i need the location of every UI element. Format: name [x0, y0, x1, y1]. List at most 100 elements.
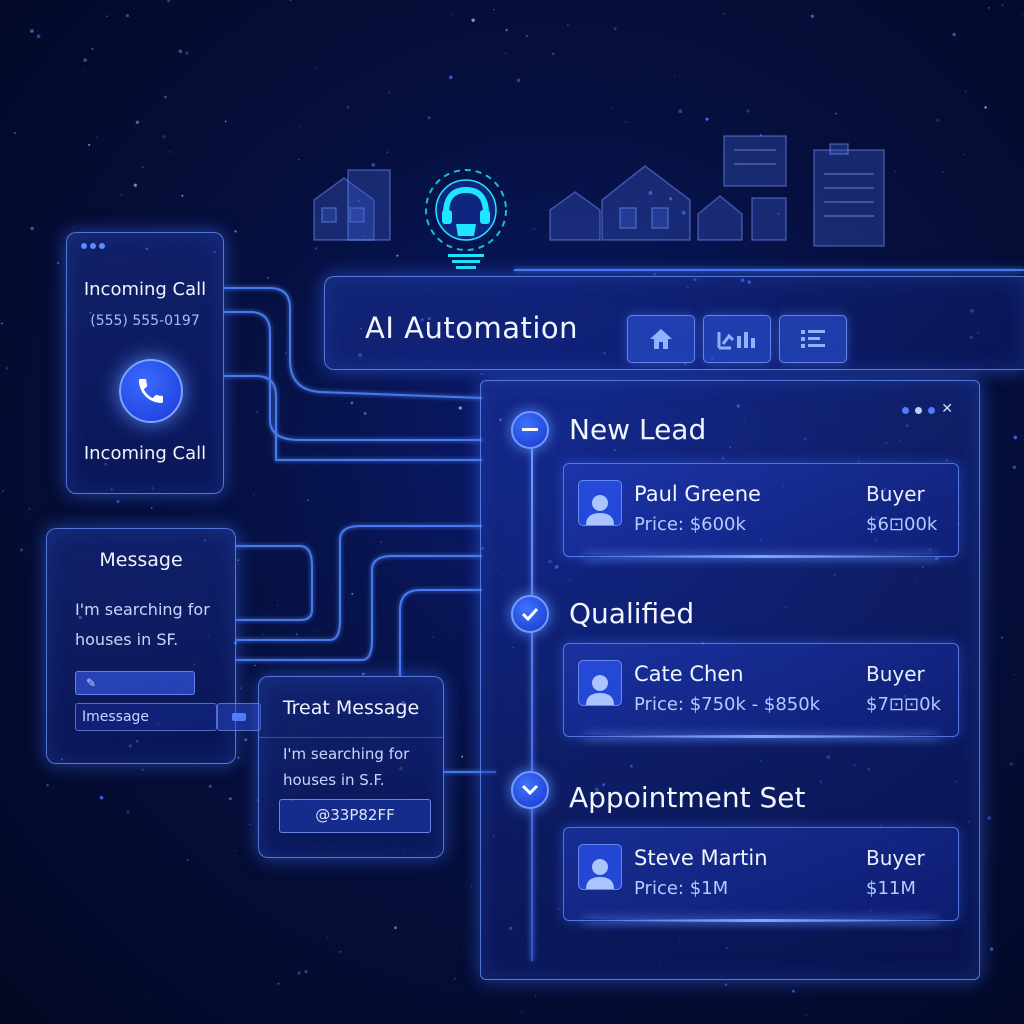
star: [461, 755, 464, 758]
window-dots: [902, 407, 935, 414]
user-icon: [586, 495, 614, 525]
star: [234, 230, 237, 233]
send-button[interactable]: [217, 703, 261, 731]
star: [505, 28, 508, 32]
home-button[interactable]: [627, 315, 695, 363]
star: [678, 109, 683, 114]
lead-role: Buyer: [866, 482, 925, 506]
star: [125, 13, 130, 18]
star: [705, 117, 709, 121]
star: [150, 507, 153, 509]
stage-title-appointment-set: Appointment Set: [569, 781, 806, 814]
star: [262, 633, 264, 636]
star: [148, 995, 150, 997]
star: [276, 604, 278, 606]
star: [316, 629, 318, 631]
star: [525, 34, 528, 38]
star: [350, 401, 354, 405]
star: [724, 983, 728, 987]
star: [30, 226, 34, 231]
star: [178, 49, 183, 54]
star: [746, 109, 750, 113]
star: [169, 151, 172, 153]
star: [952, 32, 956, 37]
stage-title-new-lead: New Lead: [569, 413, 707, 446]
star: [249, 823, 251, 826]
star: [224, 120, 227, 123]
star: [1009, 762, 1014, 766]
message-card[interactable]: Message I'm searching for houses in SF. …: [46, 528, 261, 764]
lead-name: Paul Greene: [634, 482, 761, 506]
star: [162, 135, 166, 139]
chart-button[interactable]: [703, 315, 771, 363]
message-body: I'm searching for houses in SF.: [75, 600, 210, 649]
card-dots: [81, 243, 105, 249]
star: [674, 75, 676, 77]
send-icon: [232, 713, 246, 721]
star: [28, 507, 31, 511]
star: [239, 687, 242, 689]
star: [142, 166, 144, 168]
star: [126, 810, 130, 815]
star: [792, 989, 795, 993]
star: [810, 14, 814, 18]
star: [5, 367, 9, 370]
lead-card-new-lead[interactable]: Paul Greene Price: $600k Buyer $6⊡00k: [563, 463, 959, 558]
star: [237, 559, 240, 562]
star: [805, 1014, 807, 1016]
list-button[interactable]: [779, 315, 847, 363]
star: [470, 885, 473, 888]
star: [135, 120, 140, 124]
star: [454, 977, 456, 980]
star: [351, 592, 354, 595]
star: [566, 23, 569, 26]
answer-call-button[interactable]: [119, 359, 183, 423]
star: [181, 194, 184, 197]
chart-icon: [717, 332, 755, 350]
star: [669, 7, 671, 9]
building-skyline: [313, 135, 885, 247]
star: [14, 132, 16, 135]
star: [363, 412, 367, 415]
star: [962, 153, 965, 156]
message-input[interactable]: Imessage: [75, 703, 217, 731]
lead-card-qualified[interactable]: Cate Chen Price: $750k - $850k Buyer $7⊡…: [563, 643, 959, 738]
incoming-call-card[interactable]: Incoming Call (555) 555-0197 Incoming Ca…: [66, 232, 224, 494]
star: [431, 636, 434, 639]
avatar: [578, 844, 622, 890]
lead-budget: $6⊡00k: [866, 514, 938, 535]
star: [458, 406, 462, 410]
star: [84, 69, 86, 71]
star: [521, 1011, 523, 1013]
user-icon: [586, 675, 614, 705]
star: [2, 489, 5, 493]
lead-card-appointment-set[interactable]: Steve Martin Price: $1M Buyer $11M: [563, 827, 959, 922]
message-chip[interactable]: ✎: [75, 671, 195, 695]
star: [346, 105, 350, 109]
call-status: Incoming Call: [83, 443, 207, 464]
star: [388, 91, 391, 94]
star: [46, 784, 49, 787]
star: [984, 106, 987, 109]
star: [471, 18, 475, 22]
star: [19, 548, 24, 552]
text-message-card[interactable]: Treat Message I'm searching for houses i…: [258, 676, 444, 858]
lead-price: Price: $750k - $850k: [634, 694, 821, 715]
star: [228, 797, 232, 801]
ai-automation-label: AI Automation: [365, 311, 579, 345]
lead-role: Buyer: [866, 846, 925, 870]
star: [83, 58, 87, 62]
headset-icon: [425, 169, 507, 269]
stage-title-qualified: Qualified: [569, 597, 695, 630]
message-code-field[interactable]: @33P82FF: [279, 799, 431, 833]
star: [267, 276, 269, 279]
star: [299, 125, 301, 128]
star: [1013, 435, 1018, 440]
ai-automation-bar: AI Automation: [324, 276, 1024, 370]
close-icon[interactable]: ✕: [941, 401, 953, 417]
star: [244, 738, 248, 742]
star: [964, 90, 967, 93]
lead-name: Steve Martin: [634, 846, 768, 870]
star: [133, 183, 137, 187]
star: [480, 373, 483, 376]
